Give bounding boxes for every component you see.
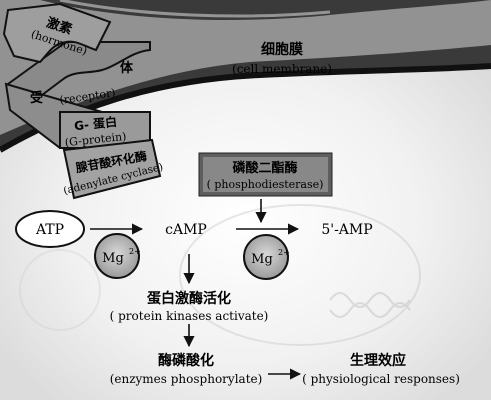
atp-node: [15, 210, 85, 248]
mg-ion-left: [94, 233, 140, 279]
mg-right-sup: 2+: [278, 248, 290, 257]
mg-right-base: Mg: [251, 252, 273, 267]
receptor-label-cn-left: 受: [30, 90, 43, 106]
atp-label: ATP: [35, 222, 64, 238]
mg-left-sup: 2+: [129, 247, 141, 256]
physio-label-en: ( physiological responses): [302, 372, 460, 386]
amp5-label: 5'-AMP: [321, 222, 372, 238]
hormone-shape: [2, 2, 112, 64]
membrane-light-layer: [0, 0, 491, 135]
hormone-label-cn: 激素: [44, 15, 74, 38]
phosphodiesterase-box: [198, 152, 333, 197]
membrane-label-en: (cell membrane): [232, 62, 332, 76]
mg-left-base: Mg: [102, 251, 124, 266]
membrane-label-cn: 细胞膜: [261, 41, 303, 58]
protein-kinase-label-cn: 蛋白激酶活化: [147, 290, 231, 307]
adenylate-cyclase-box: [62, 138, 162, 200]
phosphodiesterase-label-cn: 磷酸二酯酶: [232, 160, 297, 176]
g-protein-label-cn: G- 蛋白: [73, 114, 117, 133]
phosphodiesterase-label-en: ( phosphodiesterase): [207, 178, 324, 191]
camp-label: cAMP: [165, 222, 207, 238]
mg-ion-right: [243, 234, 289, 280]
protein-kinase-label-en: ( protein kinases activate): [110, 309, 269, 323]
enzyme-phos-label-en: (enzymes phosphorylate): [110, 372, 263, 386]
physio-label-cn: 生理效应: [350, 352, 406, 369]
receptor-label-cn-right: 体: [120, 60, 134, 76]
background-faint-details: [19, 204, 421, 346]
enzyme-phos-label-cn: 酶磷酸化: [158, 352, 214, 369]
